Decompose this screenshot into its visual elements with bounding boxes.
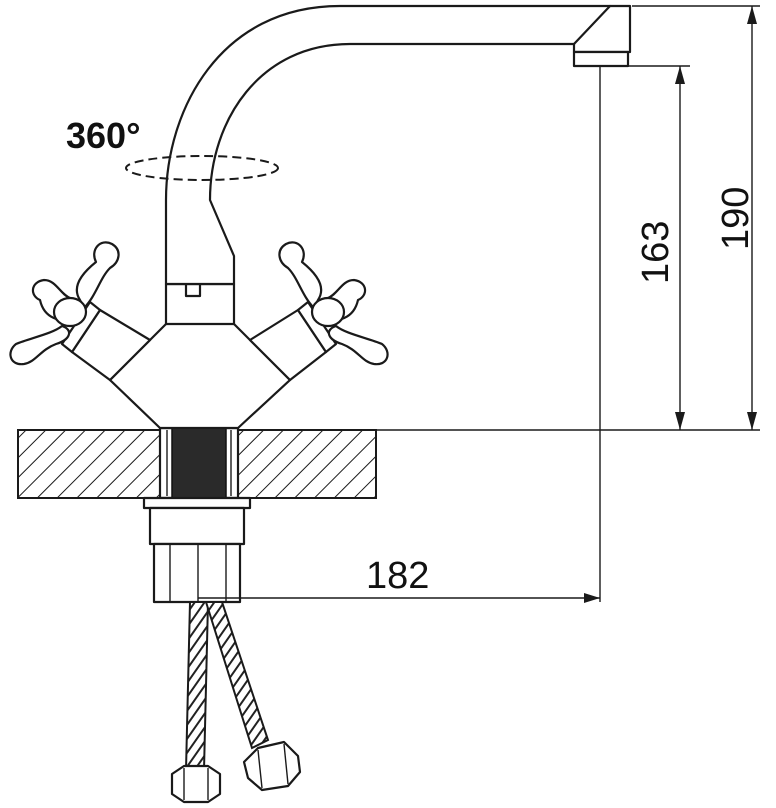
dimension-190-label: 190 bbox=[715, 187, 757, 250]
rotation-label: 360° bbox=[66, 115, 140, 156]
dimension-190 bbox=[747, 6, 757, 430]
supply-hoses bbox=[170, 601, 302, 804]
fixing-nut bbox=[142, 496, 252, 604]
rotation-indicator bbox=[125, 155, 279, 181]
swivel-collar bbox=[164, 282, 236, 326]
mounting-shank bbox=[158, 426, 240, 500]
left-valve bbox=[60, 300, 152, 382]
dimension-163-label: 163 bbox=[635, 221, 677, 284]
dimension-182 bbox=[198, 66, 601, 603]
dimension-182-label: 182 bbox=[366, 555, 429, 597]
dimension-163 bbox=[675, 66, 685, 430]
left-cross-handle bbox=[9, 241, 120, 366]
right-cross-handle bbox=[278, 241, 389, 366]
right-valve bbox=[248, 300, 338, 382]
swivel-spout bbox=[164, 4, 632, 286]
reference-lines bbox=[238, 5, 760, 431]
